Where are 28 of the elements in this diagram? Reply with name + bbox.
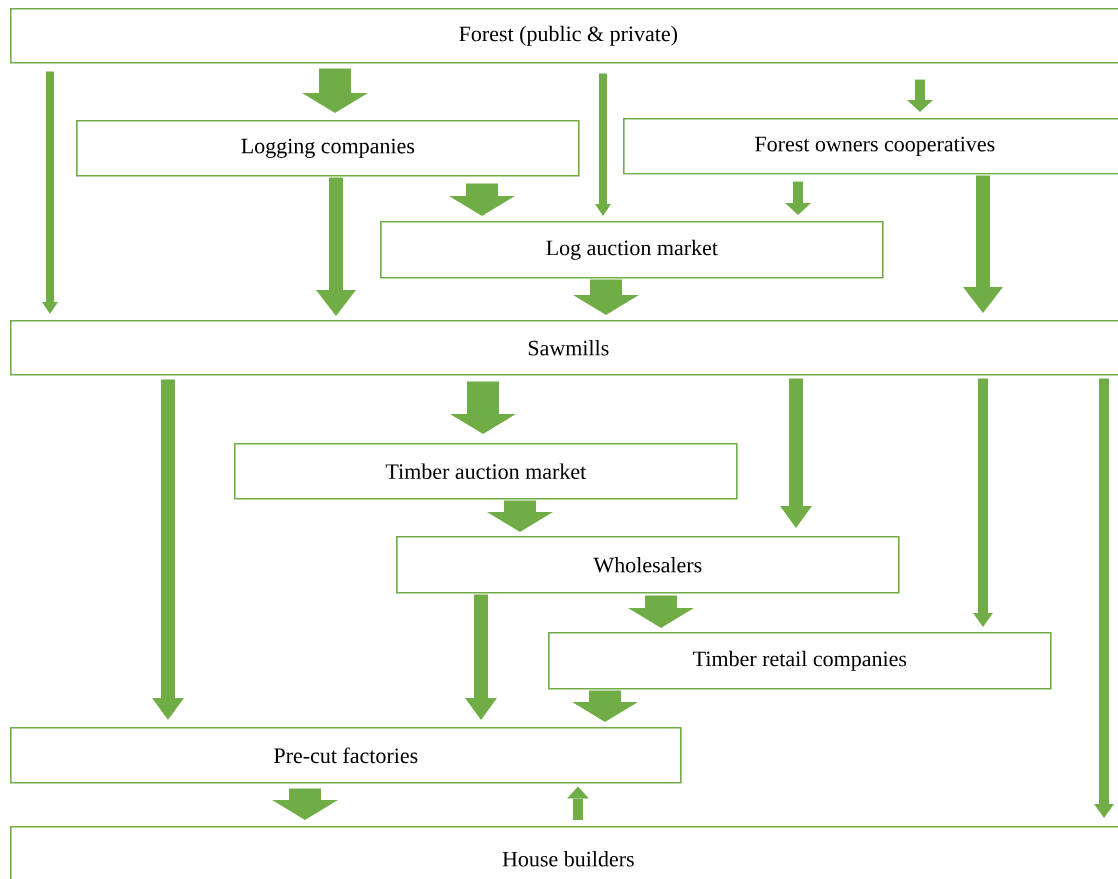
arrow	[907, 79, 933, 112]
arrow	[152, 379, 184, 720]
process-box: Timber auction market	[234, 443, 738, 500]
arrow	[487, 500, 553, 532]
process-box: Wholesalers	[396, 536, 900, 594]
process-box: Forest (public & private)	[10, 8, 1118, 64]
arrow	[450, 381, 516, 434]
arrow	[316, 177, 356, 316]
arrow	[973, 378, 993, 627]
process-box: Pre-cut factories	[10, 727, 682, 784]
arrow	[572, 690, 638, 722]
arrow	[1094, 378, 1114, 818]
arrow	[449, 183, 515, 216]
process-box: Sawmills	[10, 320, 1118, 376]
arrow	[465, 594, 497, 720]
arrow	[780, 378, 812, 528]
arrow	[963, 175, 1003, 313]
process-box: Logging companies	[76, 120, 580, 177]
process-box: House builders	[10, 826, 1118, 879]
arrow	[628, 595, 694, 628]
process-box: Timber retail companies	[548, 632, 1052, 690]
arrow	[567, 786, 589, 820]
process-box: Log auction market	[380, 221, 884, 279]
arrow	[785, 181, 811, 215]
process-box: Forest owners cooperatives	[623, 118, 1118, 175]
arrow	[302, 68, 368, 113]
arrow	[272, 788, 338, 820]
arrow	[573, 279, 639, 315]
